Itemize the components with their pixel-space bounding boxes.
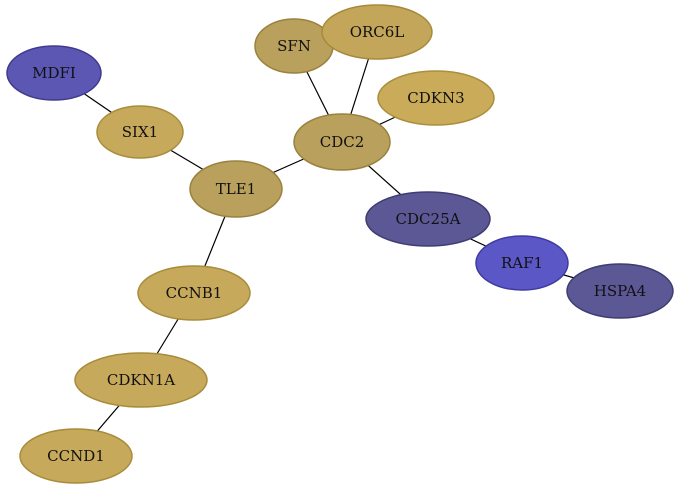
node-shape-mdfi bbox=[6, 45, 102, 101]
node-label-tle1: TLE1 bbox=[216, 180, 256, 198]
node-hspa4[interactable]: HSPA4 bbox=[566, 263, 674, 319]
node-shape-ccnb1 bbox=[137, 265, 251, 321]
node-tle1[interactable]: TLE1 bbox=[189, 160, 283, 218]
node-raf1[interactable]: RAF1 bbox=[475, 235, 569, 291]
node-shape-orc6l bbox=[321, 4, 433, 60]
node-cdc25a[interactable]: CDC25A bbox=[365, 191, 491, 247]
node-label-sfn: SFN bbox=[277, 37, 311, 55]
node-shape-six1 bbox=[96, 105, 184, 159]
node-label-cdc25a: CDC25A bbox=[396, 210, 461, 228]
node-six1[interactable]: SIX1 bbox=[96, 105, 184, 159]
node-label-mdfi: MDFI bbox=[32, 64, 76, 82]
node-label-hspa4: HSPA4 bbox=[594, 282, 646, 300]
node-shape-cdc25a bbox=[365, 191, 491, 247]
node-label-orc6l: ORC6L bbox=[350, 23, 405, 41]
node-cdkn3[interactable]: CDKN3 bbox=[377, 70, 495, 126]
node-label-ccnb1: CCNB1 bbox=[166, 284, 223, 302]
node-shape-cdkn3 bbox=[377, 70, 495, 126]
node-label-ccnd1: CCND1 bbox=[47, 447, 105, 465]
node-label-cdkn3: CDKN3 bbox=[407, 89, 464, 107]
node-label-six1: SIX1 bbox=[122, 123, 158, 141]
node-shape-cdc2 bbox=[293, 113, 391, 171]
node-cdc2[interactable]: CDC2 bbox=[293, 113, 391, 171]
node-label-cdkn1a: CDKN1A bbox=[107, 371, 175, 389]
node-label-cdc2: CDC2 bbox=[320, 133, 365, 151]
node-sfn[interactable]: SFN bbox=[254, 18, 334, 74]
node-cdkn1a[interactable]: CDKN1A bbox=[74, 352, 208, 408]
node-ccnb1[interactable]: CCNB1 bbox=[137, 265, 251, 321]
node-orc6l[interactable]: ORC6L bbox=[321, 4, 433, 60]
node-shape-hspa4 bbox=[566, 263, 674, 319]
node-label-raf1: RAF1 bbox=[501, 254, 543, 272]
node-shape-cdkn1a bbox=[74, 352, 208, 408]
node-shape-tle1 bbox=[189, 160, 283, 218]
node-shape-raf1 bbox=[475, 235, 569, 291]
node-shape-ccnd1 bbox=[19, 428, 133, 484]
node-mdfi[interactable]: MDFI bbox=[6, 45, 102, 101]
node-ccnd1[interactable]: CCND1 bbox=[19, 428, 133, 484]
